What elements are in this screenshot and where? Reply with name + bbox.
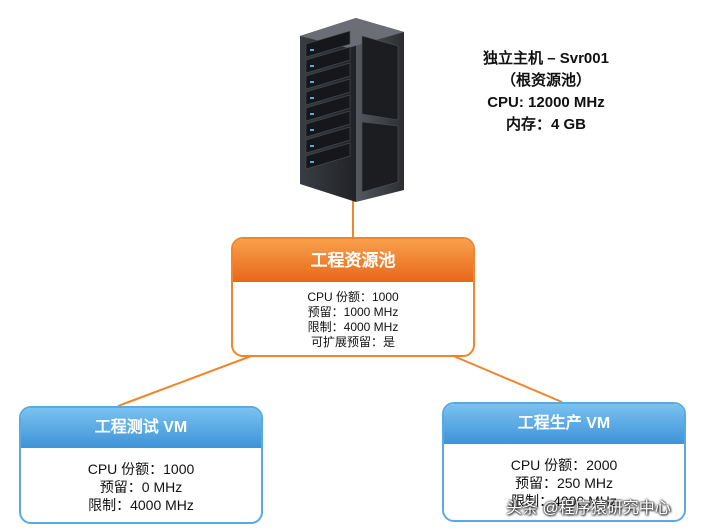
pool-limit: 限制：4000 MHz bbox=[233, 320, 473, 335]
server-rack-icon bbox=[296, 14, 408, 204]
pool-cpu-shares: CPU 份额：1000 bbox=[233, 290, 473, 305]
resource-pool-details: CPU 份额：1000 预留：1000 MHz 限制：4000 MHz 可扩展预… bbox=[233, 282, 473, 350]
test-vm-details: CPU 份额：1000 预留：0 MHz 限制：4000 MHz bbox=[21, 448, 261, 514]
test-vm-reservation: 预留：0 MHz bbox=[21, 478, 261, 496]
production-vm-title: 工程生产 VM bbox=[444, 404, 684, 444]
host-title: 独立主机 – Svr001 bbox=[436, 48, 656, 70]
pool-to-test-vm-connector bbox=[118, 352, 262, 406]
production-vm-reservation: 预留：250 MHz bbox=[444, 474, 684, 492]
pool-expandable-reservation: 可扩展预留：是 bbox=[233, 335, 473, 350]
host-info: 独立主机 – Svr001 （根资源池） CPU: 12000 MHz 内存：4… bbox=[436, 48, 656, 136]
test-vm-limit: 限制：4000 MHz bbox=[21, 496, 261, 514]
pool-reservation: 预留：1000 MHz bbox=[233, 305, 473, 320]
pool-to-prod-vm-connector bbox=[444, 352, 562, 402]
test-vm-title: 工程测试 VM bbox=[21, 408, 261, 448]
resource-pool-card: 工程资源池 CPU 份额：1000 预留：1000 MHz 限制：4000 MH… bbox=[231, 237, 475, 357]
test-vm-card: 工程测试 VM CPU 份额：1000 预留：0 MHz 限制：4000 MHz bbox=[19, 406, 263, 524]
watermark-text: 头条 @程序猿研究中心 bbox=[506, 494, 671, 518]
host-subtitle: （根资源池） bbox=[436, 70, 656, 92]
resource-pool-title: 工程资源池 bbox=[233, 239, 473, 282]
host-memory: 内存：4 GB bbox=[436, 114, 656, 136]
production-vm-cpu-shares: CPU 份额：2000 bbox=[444, 456, 684, 474]
host-cpu: CPU: 12000 MHz bbox=[436, 92, 656, 114]
test-vm-cpu-shares: CPU 份额：1000 bbox=[21, 460, 261, 478]
